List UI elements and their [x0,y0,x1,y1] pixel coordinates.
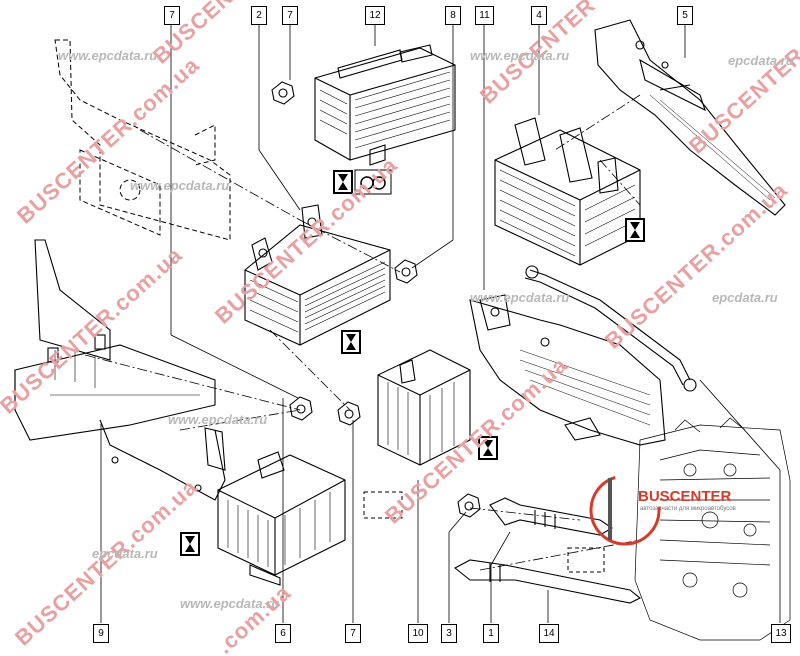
part-label-5: 5 [677,6,693,25]
module-6 [217,451,346,586]
bracket-5 [594,19,786,216]
plate-11 [469,294,666,446]
glow-plug-lower [454,559,642,604]
part-label-1: 1 [483,624,499,643]
dashed-box-14 [567,547,605,573]
brand-logo-text: BUSCENTER [638,488,732,505]
hourglass-icon [333,170,353,194]
hourglass-icon [625,218,645,242]
watermark: www.epcdata.ru [58,48,158,63]
part-label-11: 11 [475,6,494,25]
hourglass-icon [341,330,361,354]
part-label-12: 12 [365,6,385,25]
hourglass-icon [478,436,498,460]
part-label-8: 8 [445,6,461,25]
spring-clip-icon [354,169,392,195]
brand-logo-mark [589,474,661,546]
leader-lines [100,24,781,623]
part-label-9: 9 [93,624,109,643]
part-label-13: 13 [771,624,791,643]
part-label-7: 7 [282,6,298,25]
watermark: www.epcdata.ru [130,178,230,193]
brand-logo-tagline: автозапчасти для микроавтобусов [640,506,736,512]
module-12 [314,44,456,166]
part-label-7: 7 [345,624,361,643]
part-label-6: 6 [275,624,291,643]
ground-strap [524,265,697,392]
watermark: www.epcdata.ru [470,48,570,63]
hourglass-icon [180,532,200,556]
watermark: www.epcdata.ru [180,596,280,611]
part-label-3: 3 [441,624,457,643]
watermark: www.epcdata.ru [470,290,570,305]
module-2 [244,204,391,346]
part-label-7: 7 [164,6,180,25]
part-label-10: 10 [408,624,428,643]
part-label-4: 4 [531,6,547,25]
module-4 [494,117,641,266]
watermark: www.epcdata.ru [168,412,268,427]
dashed-box-10 [363,491,403,519]
tool-pictograms [180,169,645,556]
part-label-2: 2 [251,6,267,25]
bracket-9 [14,239,226,501]
watermark: epcdata.ru [92,546,158,561]
nuts [271,81,481,518]
part-label-14: 14 [539,624,559,643]
watermark: epcdata.ru [712,290,778,305]
bracket-rear [54,39,231,241]
watermark: epcdata.ru [728,53,794,68]
engine-block [634,417,791,641]
module-10 [377,349,471,466]
